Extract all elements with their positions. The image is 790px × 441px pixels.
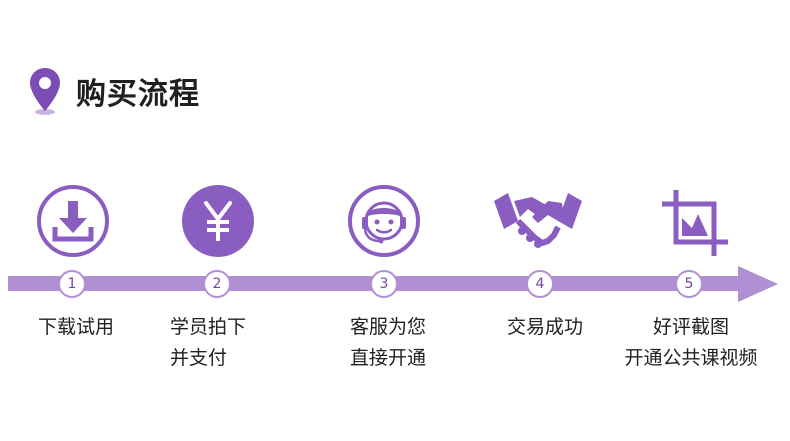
step-label-line: 学员拍下 bbox=[170, 316, 247, 338]
step-number-badge: 4 bbox=[526, 270, 554, 298]
step-label-line: 直接开通 bbox=[349, 347, 426, 369]
step-label: 客服为您 直接开通 bbox=[340, 312, 436, 374]
step-number-badge: 5 bbox=[675, 270, 703, 298]
download-icon bbox=[37, 185, 109, 257]
step-label: 交易成功 bbox=[495, 312, 595, 343]
step-label-line: 开通公共课视频 bbox=[624, 347, 758, 369]
step-label: 学员拍下 并支付 bbox=[170, 312, 266, 374]
crop-icon bbox=[662, 190, 728, 256]
handshake-icon bbox=[494, 193, 582, 248]
step-number-badge: 3 bbox=[370, 270, 398, 298]
section-header: 购买流程 bbox=[28, 64, 200, 118]
step-label-line: 交易成功 bbox=[506, 316, 583, 338]
step-label: 好评截图 开通公共课视频 bbox=[606, 312, 776, 374]
step-label-line: 客服为您 bbox=[349, 316, 426, 338]
step-label-line: 下载试用 bbox=[37, 316, 114, 338]
customer-service-icon bbox=[348, 185, 420, 257]
location-pin-icon bbox=[30, 68, 60, 115]
step-number-badge: 1 bbox=[58, 270, 86, 298]
step-number-badge: 2 bbox=[203, 270, 231, 298]
step-label-line: 好评截图 bbox=[652, 316, 729, 338]
step-label-line: 并支付 bbox=[170, 347, 228, 369]
step-label: 下载试用 bbox=[26, 312, 126, 343]
page-title: 购买流程 bbox=[76, 77, 200, 112]
yen-icon bbox=[182, 185, 254, 257]
